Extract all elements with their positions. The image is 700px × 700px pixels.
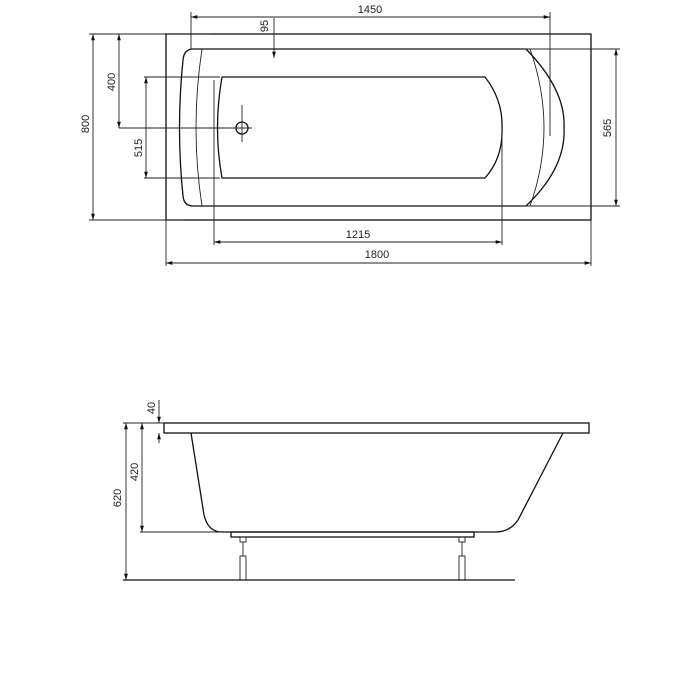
side-view: 620 420 40 xyxy=(112,400,590,581)
leg-right xyxy=(458,536,466,581)
drain-icon xyxy=(232,105,252,142)
basin xyxy=(216,76,503,179)
dim-label-800: 800 xyxy=(80,115,92,133)
dim-label-565: 565 xyxy=(602,119,614,137)
dim-label-515: 515 xyxy=(133,139,145,157)
dim-label-1215: 1215 xyxy=(346,229,370,241)
rim-profile xyxy=(163,422,590,434)
dim-label-95: 95 xyxy=(259,20,271,32)
leg-left xyxy=(239,536,247,581)
dim-label-40: 40 xyxy=(146,402,158,414)
dim-label-620: 620 xyxy=(112,489,124,507)
dim-label-1450: 1450 xyxy=(358,4,382,16)
inner-rim xyxy=(178,48,565,207)
outer-rim xyxy=(165,33,592,221)
base-frame xyxy=(230,531,475,538)
dim-label-1800: 1800 xyxy=(365,249,389,261)
dim-label-400: 400 xyxy=(106,73,118,91)
top-view: 1450 95 800 400 515 565 1215 1800 xyxy=(80,4,620,266)
tub-body xyxy=(190,432,564,533)
dim-label-420: 420 xyxy=(129,463,141,481)
